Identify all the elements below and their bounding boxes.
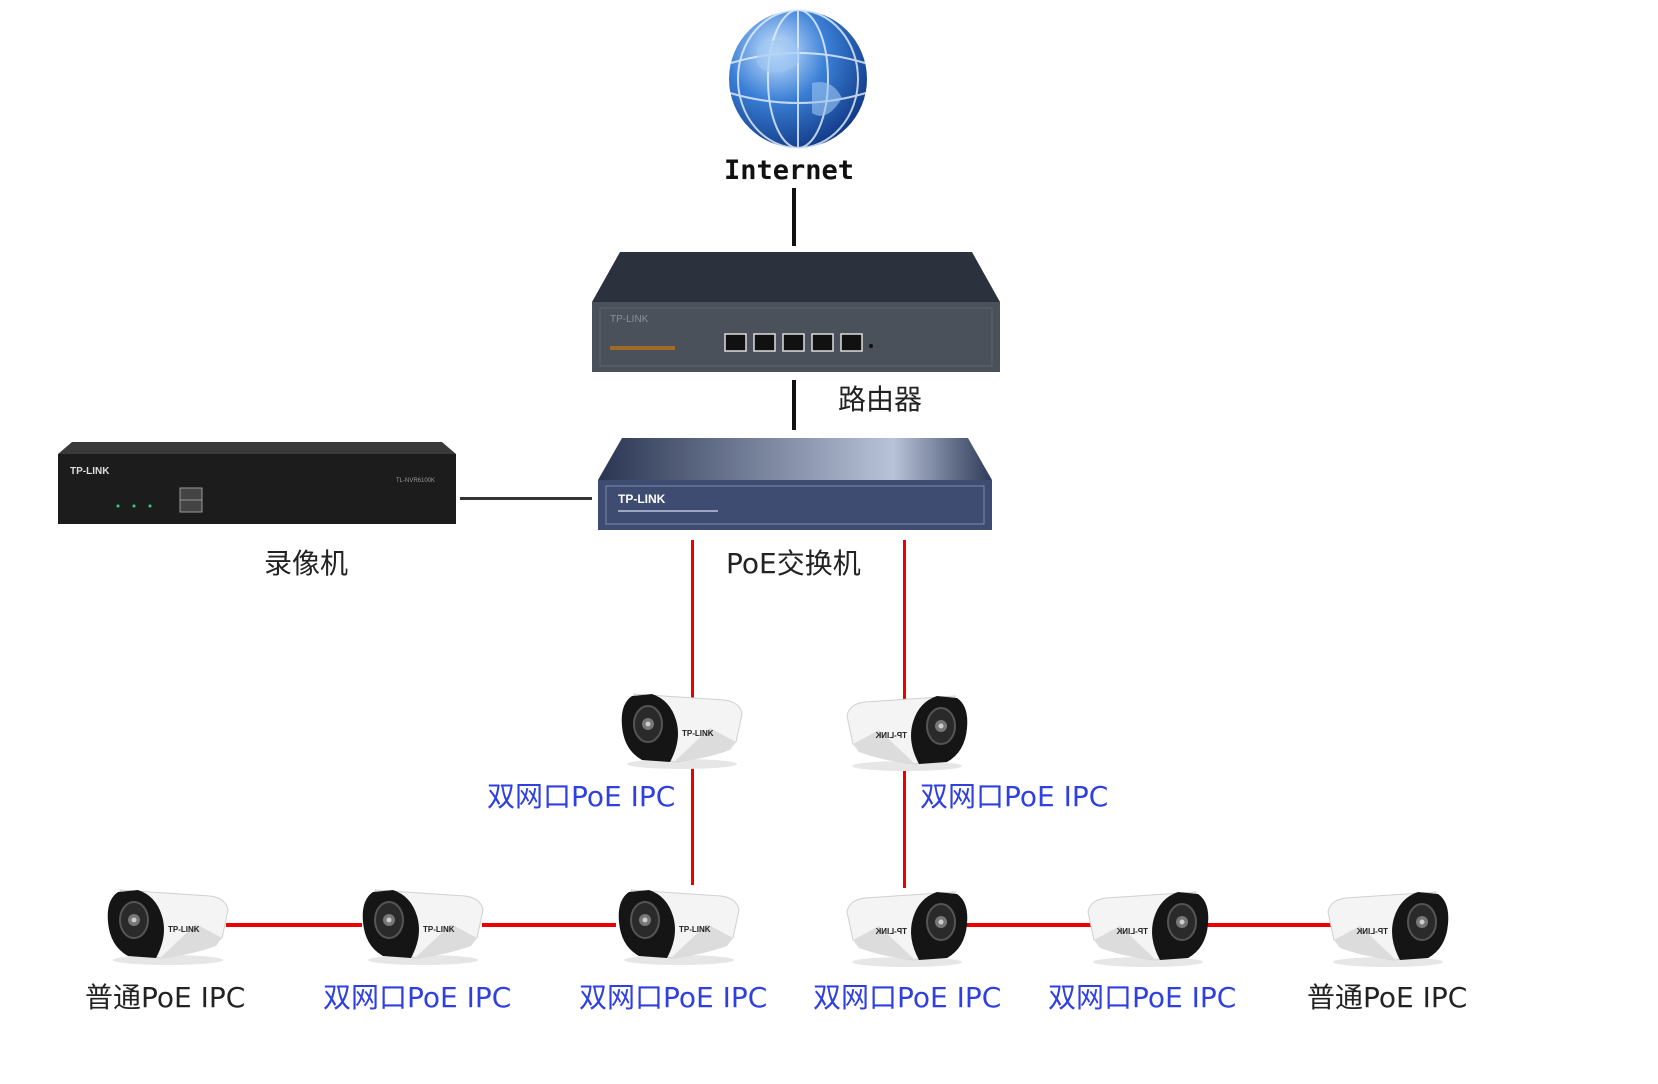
nvr-brand-logo: TP-LINK [70,466,110,477]
nvr-model: TL-NVR6100K [396,478,435,484]
poe-switch-label: PoE交换机 [726,547,861,580]
camera-icon [845,882,977,970]
camera-icon [353,880,485,968]
camera-label: 双网口PoE IPC [579,981,768,1014]
camera-label: 双网口PoE IPC [813,981,1002,1014]
nvr-label: 录像机 [264,547,349,580]
camera-icon [612,684,744,772]
internet-label: Internet [724,155,855,186]
camera-icon [1326,882,1458,970]
camera-icon [1086,882,1218,970]
switch-brand-logo: TP-LINK [618,492,666,506]
camera-label: 普通PoE IPC [1307,981,1468,1014]
poe-link [482,923,616,927]
router-brand-logo: TP-LINK [610,314,649,325]
nvr-switch-link [460,497,592,500]
camera-label: 双网口PoE IPC [487,780,676,813]
router-switch-link [792,380,796,430]
internet-router-link [792,188,796,246]
camera-label: 双网口PoE IPC [323,981,512,1014]
camera-icon [845,686,977,774]
poe-switch-icon: TP-LINK [596,436,994,532]
camera-icon [609,880,741,968]
nvr-icon: TP-LINK TL-NVR6100K [56,440,458,526]
camera-label: 普通PoE IPC [85,981,246,1014]
poe-link [1204,923,1336,927]
camera-label: 双网口PoE IPC [1048,981,1237,1014]
camera-label: 双网口PoE IPC [920,780,1109,813]
camera-icon [98,880,230,968]
router-label: 路由器 [838,383,923,416]
globe-icon [727,8,869,150]
poe-link [962,923,1094,927]
router-icon: TP-LINK [590,250,1002,374]
poe-link [226,923,362,927]
